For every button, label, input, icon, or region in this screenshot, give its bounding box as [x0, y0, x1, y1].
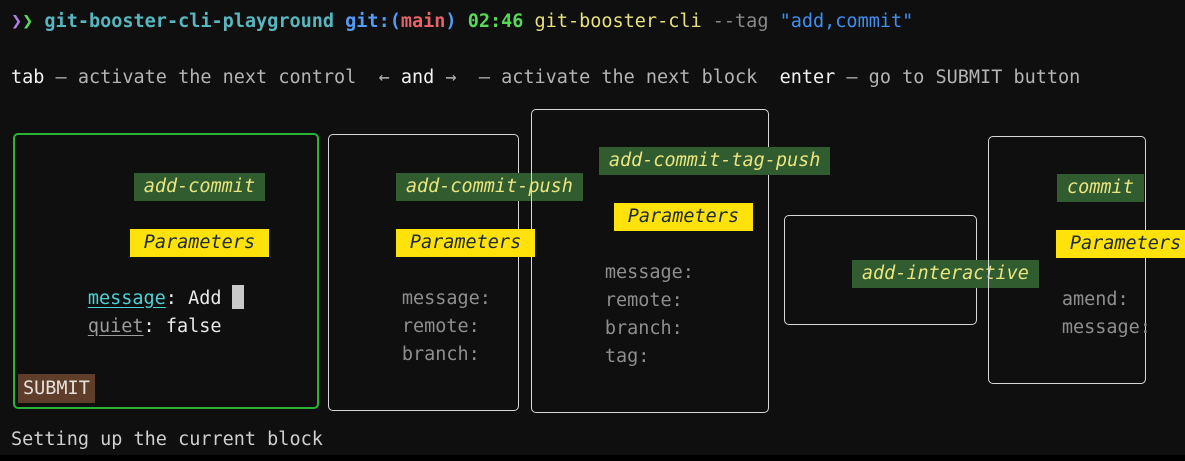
- parameters-row: Parameters: [989, 202, 1185, 258]
- block-add-commit[interactable]: add-commit Parameters message: Add quiet…: [13, 133, 319, 409]
- text-segment-plain: [457, 11, 468, 32]
- field-label-message[interactable]: message: [604, 262, 683, 283]
- block-title-row: commit: [989, 146, 1145, 202]
- field-label-remote[interactable]: remote: [604, 290, 672, 311]
- field-label-tag[interactable]: tag: [604, 346, 639, 367]
- parameters-label: Parameters: [129, 229, 270, 257]
- text-segment-green2: 02:46: [467, 11, 524, 32]
- terminal-prompt-line: ❯❯ git-booster-cli-playground git:(main)…: [11, 8, 913, 36]
- parameters-row: Parameters: [532, 175, 768, 231]
- block-title: commit: [1057, 174, 1144, 202]
- field-separator: :: [1117, 289, 1140, 310]
- field-separator: :: [468, 316, 491, 337]
- text-segment-green: ❯: [22, 11, 34, 32]
- field-label-remote[interactable]: remote: [401, 316, 469, 337]
- text-segment-plain: [702, 11, 713, 32]
- text-cursor: [231, 285, 244, 309]
- text-segment-plain: [768, 11, 779, 32]
- text-segment-blue: ): [445, 11, 457, 32]
- field-separator: :: [479, 288, 503, 309]
- field-value-quiet[interactable]: false: [165, 316, 222, 337]
- field-separator: :: [468, 344, 491, 365]
- text-segment-key: tab: [11, 67, 45, 88]
- text-segment-plain: [523, 11, 534, 32]
- parameters-label: Parameters: [1055, 230, 1185, 258]
- field-label-message[interactable]: message: [87, 288, 166, 309]
- field-value-message[interactable]: Add: [188, 288, 222, 309]
- text-segment-teal: git-booster-cli-playground: [44, 11, 335, 32]
- keybinding-help-line: tab – activate the next control ← and → …: [11, 64, 1080, 92]
- field-separator: :: [143, 316, 166, 337]
- field-label-message[interactable]: message: [401, 288, 480, 309]
- terminal-bottom-padding: [0, 455, 1185, 461]
- field-label-branch[interactable]: branch: [401, 344, 469, 365]
- text-segment-dim: →: [434, 67, 457, 88]
- field-separator: :: [682, 262, 706, 283]
- block-title-row: add-commit-push: [329, 145, 583, 201]
- field-label-amend[interactable]: amend: [1061, 289, 1118, 310]
- text-segment-dim: – go to SUBMIT button: [835, 67, 1081, 88]
- field-message[interactable]: message:: [989, 286, 1151, 338]
- field-label-message[interactable]: message: [1061, 317, 1140, 338]
- block-title: add-commit: [133, 173, 266, 201]
- text-segment-red: main: [400, 11, 446, 32]
- field-tag[interactable]: tag:: [532, 315, 768, 367]
- field-branch[interactable]: branch:: [532, 287, 768, 339]
- text-segment-blue2: "add,commit": [779, 11, 914, 32]
- parameters-label: Parameters: [395, 229, 536, 257]
- text-segment-key: and: [400, 67, 435, 88]
- block-add-commit-tag-push[interactable]: add-commit-tag-push Parameters message: …: [531, 109, 831, 413]
- block-commit[interactable]: commit Parameters amend: message:: [988, 136, 1185, 384]
- field-message[interactable]: message:: [329, 257, 518, 309]
- submit-button[interactable]: SUBMIT: [18, 374, 95, 403]
- field-branch[interactable]: branch:: [329, 313, 518, 365]
- block-title: add-interactive: [851, 260, 1039, 288]
- field-label-quiet[interactable]: quiet: [87, 316, 144, 337]
- block-title-row: add-commit-tag-push: [532, 119, 831, 175]
- parameters-row: Parameters: [15, 201, 317, 257]
- field-separator: :: [671, 290, 694, 311]
- text-segment-dim: – activate the next block: [456, 67, 780, 88]
- field-separator: :: [638, 346, 661, 367]
- field-separator: :: [165, 288, 189, 309]
- field-label-branch[interactable]: branch: [604, 318, 672, 339]
- field-quiet[interactable]: quiet: false: [15, 285, 317, 337]
- block-title: add-commit-tag-push: [598, 147, 831, 175]
- text-segment-plain: [334, 11, 345, 32]
- block-add-commit-push[interactable]: add-commit-push Parameters message: remo…: [328, 134, 583, 411]
- field-remote[interactable]: remote:: [329, 285, 518, 337]
- block-add-interactive[interactable]: add-interactive: [784, 215, 1039, 325]
- field-message[interactable]: message:: [532, 231, 768, 283]
- text-segment-dim: – activate the next control: [44, 67, 379, 88]
- text-segment-blue: git:(: [345, 11, 401, 32]
- text-segment-gray: --tag: [712, 11, 769, 32]
- text-segment-dim: ←: [378, 67, 401, 88]
- text-segment-yellow: git-booster-cli: [534, 11, 702, 32]
- text-segment-plain: [33, 11, 44, 32]
- field-message[interactable]: message: Add: [15, 257, 317, 309]
- field-separator: :: [1139, 317, 1163, 338]
- block-title-row: add-commit: [15, 145, 317, 201]
- field-remote[interactable]: remote:: [532, 259, 768, 311]
- status-line: Setting up the current block: [11, 429, 323, 450]
- text-segment-key: enter: [779, 67, 836, 88]
- parameters-label: Parameters: [613, 203, 754, 231]
- field-separator: :: [671, 318, 694, 339]
- text-segment-purple: ❯: [11, 11, 23, 32]
- block-title-row: add-interactive: [785, 232, 1039, 288]
- field-amend[interactable]: amend:: [989, 258, 1145, 310]
- parameters-row: Parameters: [329, 201, 536, 257]
